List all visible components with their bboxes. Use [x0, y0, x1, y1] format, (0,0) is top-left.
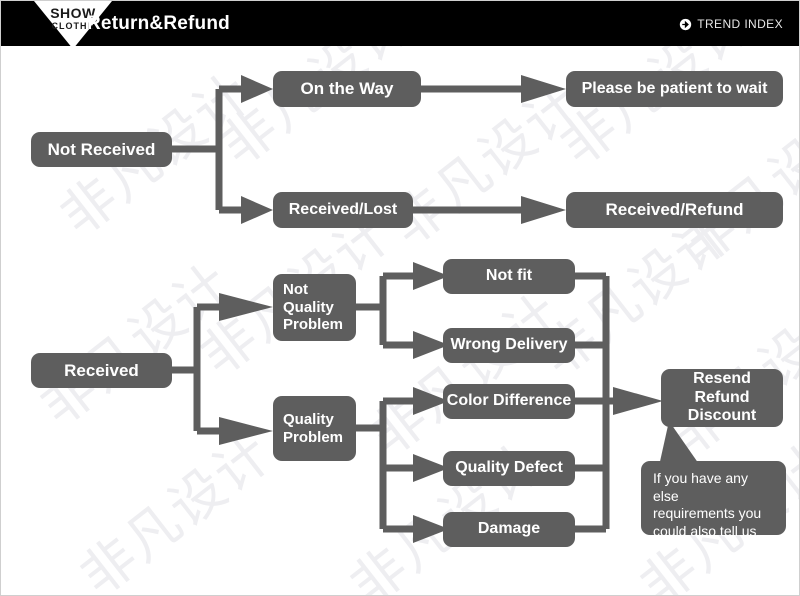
- node-line: Refund: [694, 388, 750, 406]
- node-received[interactable]: Received: [31, 353, 172, 388]
- callout-line: If you have any else: [653, 470, 748, 504]
- logo-secondary-text: CLOTHE: [51, 21, 95, 31]
- circle-arrow-right-icon: [680, 18, 692, 30]
- node-please-be-patient-to-wait[interactable]: Please be patient to wait: [566, 71, 783, 107]
- node-line: Resend: [693, 370, 751, 388]
- node-wrong-delivery[interactable]: Wrong Delivery: [443, 328, 575, 363]
- node-line: Problem: [283, 316, 344, 334]
- arrow-to-not-fit: [413, 262, 449, 290]
- node-not-received[interactable]: Not Received: [31, 132, 172, 167]
- header-bar: [1, 1, 799, 46]
- node-received-lost[interactable]: Received/Lost: [273, 192, 413, 228]
- arrow-to-received-lost: [241, 196, 273, 224]
- brand-mark: TREND INDEX: [679, 17, 783, 31]
- node-line: Problem: [283, 428, 344, 446]
- callout-note[interactable]: If you have any else requirements you co…: [641, 461, 786, 539]
- node-color-difference[interactable]: Color Difference: [443, 384, 575, 419]
- arrow-to-resend-refund-discount: [613, 387, 663, 415]
- arrow-to-not-quality-problem: [219, 293, 273, 321]
- node-damage[interactable]: Damage: [443, 512, 575, 547]
- callout-line: could also tell us: [653, 522, 757, 539]
- page-title: Return&Refund: [87, 13, 230, 34]
- node-line: Discount: [687, 407, 757, 425]
- node-on-the-way[interactable]: On the Way: [273, 71, 421, 107]
- arrow-to-quality-defect: [413, 454, 449, 482]
- node-line: Not: [283, 281, 308, 299]
- arrow-to-received-refund: [521, 196, 566, 224]
- arrow-to-wrong-delivery: [413, 331, 449, 359]
- arrowheads: [219, 75, 663, 543]
- logo-triangle-icon: [34, 1, 112, 49]
- node-line: Quality: [283, 298, 334, 316]
- arrow-to-color-difference: [413, 387, 449, 415]
- logo-primary-text: SHOW: [50, 5, 96, 21]
- node-line: Quality: [283, 411, 334, 429]
- arrow-to-please-be-patient: [521, 75, 566, 103]
- node-not-quality-problem[interactable]: Not Quality Problem: [273, 274, 356, 341]
- node-not-fit[interactable]: Not fit: [443, 259, 575, 294]
- arrow-to-damage: [413, 515, 449, 543]
- node-resend-refund-discount[interactable]: Resend Refund Discount: [661, 369, 783, 427]
- brand-label: TREND INDEX: [697, 17, 783, 31]
- node-quality-defect[interactable]: Quality Defect: [443, 451, 575, 486]
- arrow-to-on-the-way: [241, 75, 273, 103]
- arrow-to-quality-problem: [219, 417, 273, 445]
- callout-line: requirements you: [653, 505, 762, 521]
- node-quality-problem[interactable]: Quality Problem: [273, 396, 356, 461]
- node-received-refund[interactable]: Received/Refund: [566, 192, 783, 228]
